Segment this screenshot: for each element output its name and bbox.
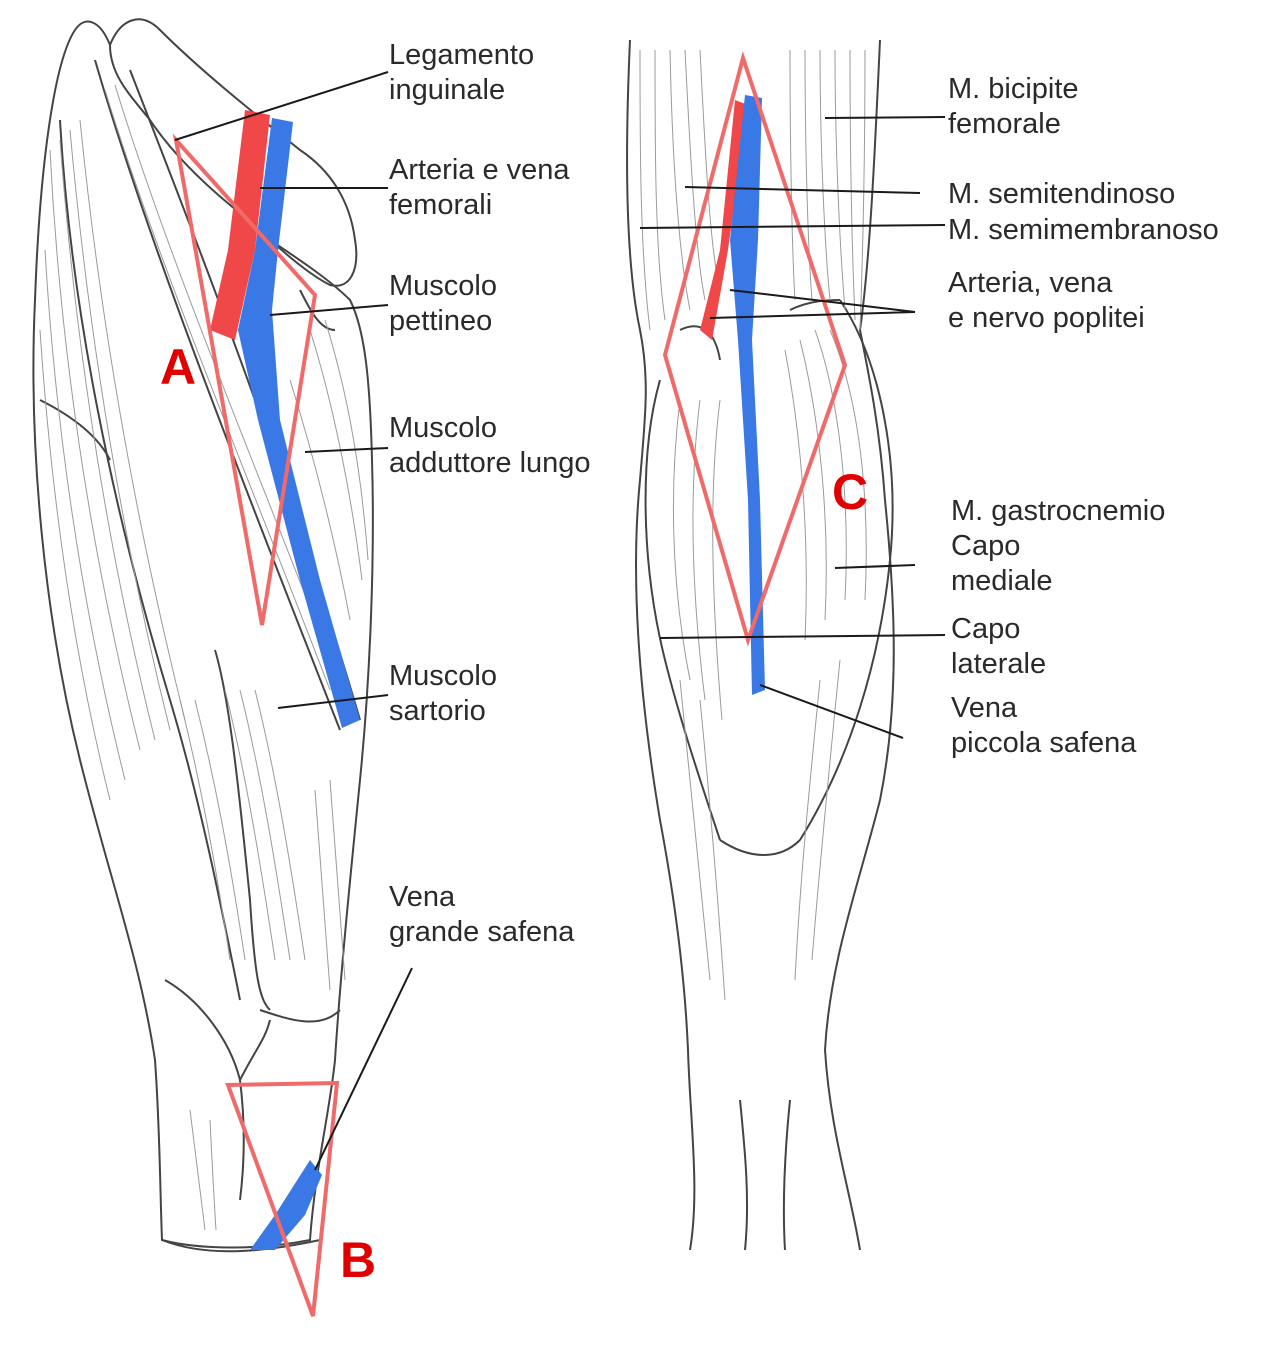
anterior-thigh-fibers [39,84,369,1231]
posterior-leg [626,39,895,1251]
label-vena-piccola-safena: Vena piccola safena [951,692,1137,759]
popliteal-fossa-outline [662,50,848,647]
hip-bone [108,18,358,287]
label-arteria-vena-nervo-poplitei: Arteria, vena e nervo poplitei [948,267,1145,334]
label-m-bicipite-femorale: M. bicipite femorale [948,73,1079,140]
popliteal-artery [700,100,748,340]
region-letter-a: A [160,339,197,395]
region-letter-c: C [832,464,869,520]
gastrocnemius-medial-head [799,299,894,841]
label-muscolo-pettineo: Muscolo pettineo [389,270,497,337]
femoral-vein [238,118,360,728]
leader-lines [174,71,946,1171]
label-m-semitendinoso: M. semitendinoso [948,178,1176,210]
label-vena-grande-safena: Vena grande safena [389,881,575,948]
posterior-leg-outline-left [626,39,689,1051]
popliteal-vessels [700,95,765,695]
sartorius-band [94,59,341,731]
posterior-leg-outline-right [824,39,895,1051]
great-saphenous-vein [250,1160,322,1250]
label-muscolo-sartorio: Muscolo sartorio [389,660,497,727]
femoral-artery [210,110,270,340]
label-legamento-inguinale: Legamento inguinale [389,39,535,106]
region-letter-b: B [340,1232,377,1288]
anterior-thigh [32,18,374,1253]
adductor-canal-outline [225,1080,340,1317]
label-capo-laterale: Capo laterale [951,613,1047,680]
gastrocnemius-lateral-head [644,379,721,841]
label-m-gastrocnemio-capo-mediale: M. gastrocnemio Capo mediale [951,495,1166,597]
femoral-vessels [210,110,360,1250]
hip-bone-notch [74,20,111,46]
femoral-triangle-outline [172,133,318,626]
label-muscolo-adduttore-lungo: Muscolo adduttore lungo [389,412,591,479]
region-outlines [172,50,848,1317]
popliteal-vein [730,95,765,695]
label-arteria-vena-femorali: Arteria e vena femorali [389,154,570,221]
label-m-semimembranoso: M. semimembranoso [948,214,1219,246]
